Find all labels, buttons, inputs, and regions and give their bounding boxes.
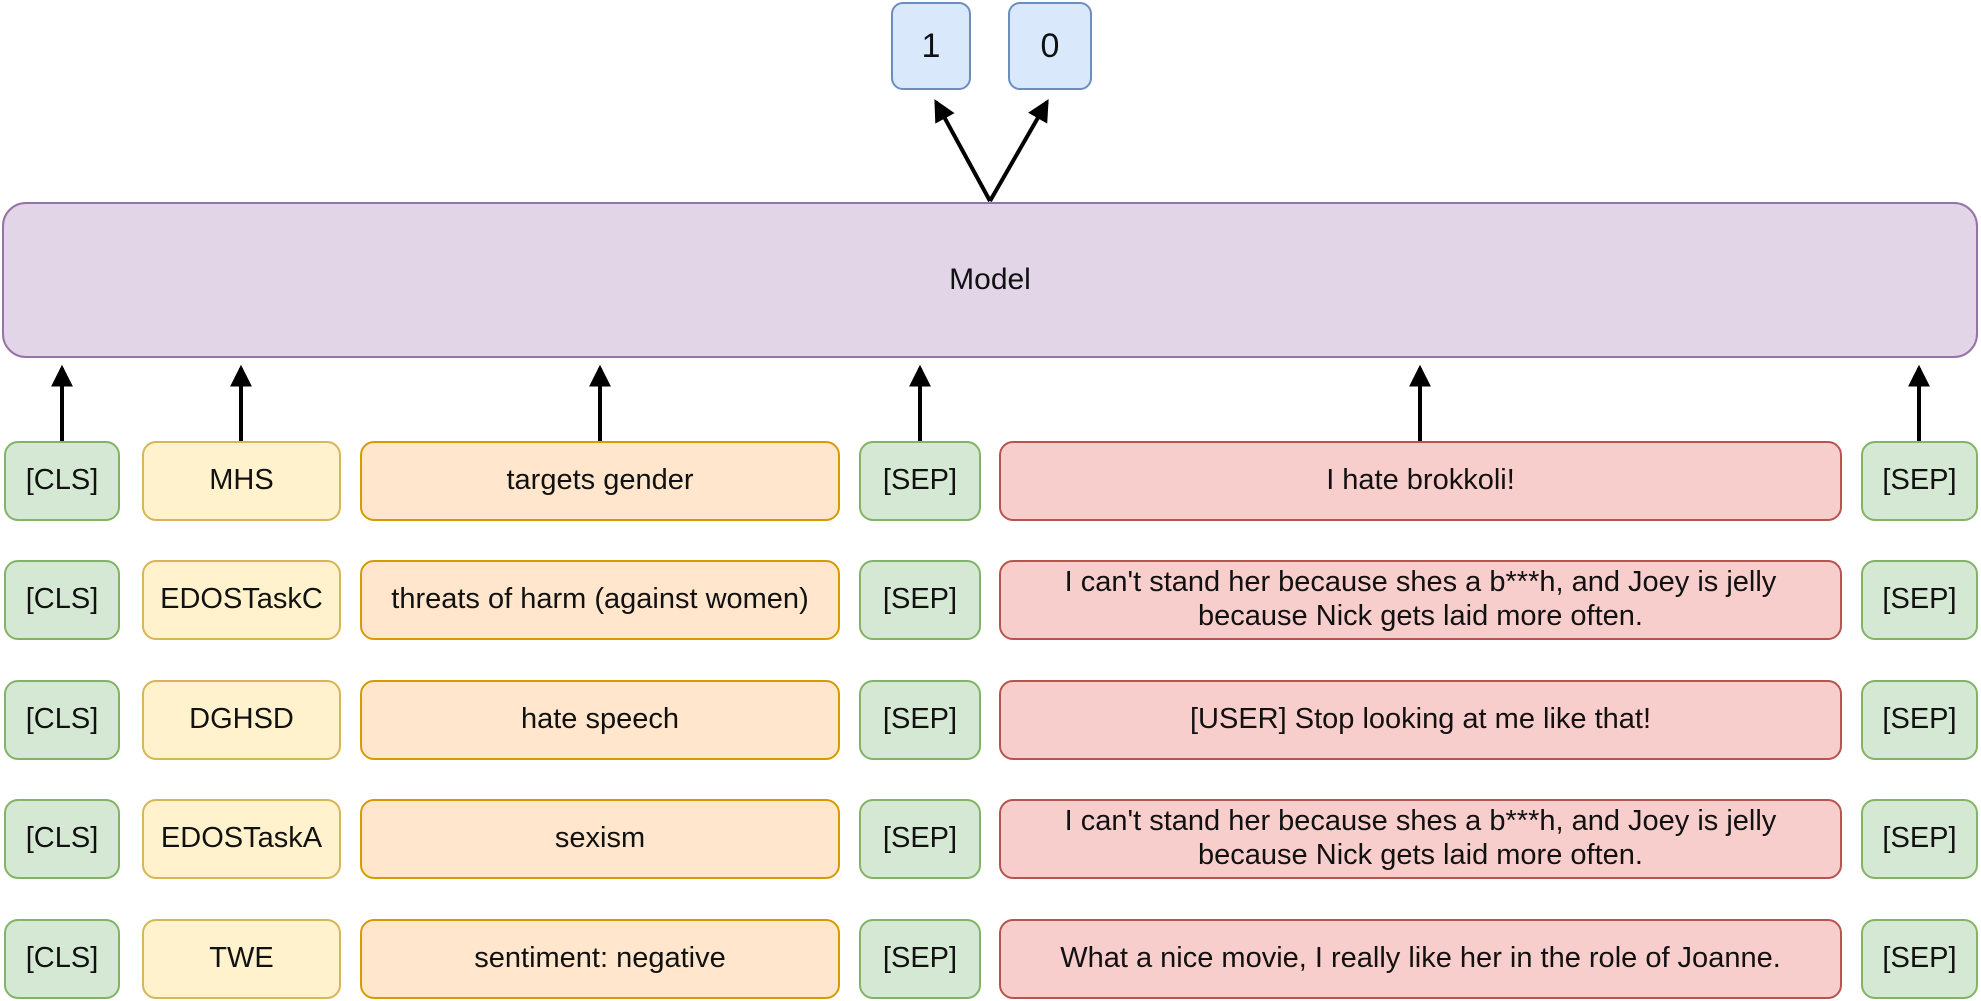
task-token: TWE <box>142 919 341 999</box>
sep-token: [SEP] <box>1861 680 1978 760</box>
sep-token: [SEP] <box>859 441 981 521</box>
cls-token: [CLS] <box>4 441 120 521</box>
sep-token: [SEP] <box>859 919 981 999</box>
token-row: [CLS] EDOSTaskA sexism [SEP] I can't sta… <box>0 799 1981 879</box>
cls-token: [CLS] <box>4 799 120 879</box>
output-box-1: 1 <box>891 2 971 90</box>
arrow-model-to-1 <box>934 99 992 202</box>
output-box-0: 0 <box>1008 2 1092 90</box>
cls-token: [CLS] <box>4 919 120 999</box>
task-token: DGHSD <box>142 680 341 760</box>
text-token: I hate brokkoli! <box>999 441 1842 521</box>
description-token: sentiment: negative <box>360 919 840 999</box>
token-row: [CLS] EDOSTaskC threats of harm (against… <box>0 560 1981 640</box>
text-token: I can't stand her because shes a b***h, … <box>999 799 1842 879</box>
cls-token: [CLS] <box>4 680 120 760</box>
sep-token: [SEP] <box>1861 799 1978 879</box>
text-token: [USER] Stop looking at me like that! <box>999 680 1842 760</box>
token-row: [CLS] DGHSD hate speech [SEP] [USER] Sto… <box>0 680 1981 760</box>
description-token: sexism <box>360 799 840 879</box>
task-token: EDOSTaskC <box>142 560 341 640</box>
sep-token: [SEP] <box>859 799 981 879</box>
text-token: What a nice movie, I really like her in … <box>999 919 1842 999</box>
task-token: MHS <box>142 441 341 521</box>
sep-token: [SEP] <box>1861 441 1978 521</box>
task-token: EDOSTaskA <box>142 799 341 879</box>
token-row: [CLS] TWE sentiment: negative [SEP] What… <box>0 919 1981 999</box>
description-token: threats of harm (against women) <box>360 560 840 640</box>
text-token: I can't stand her because shes a b***h, … <box>999 560 1842 640</box>
model-box: Model <box>2 202 1978 358</box>
arrow-model-to-0 <box>988 99 1049 202</box>
sep-token: [SEP] <box>1861 560 1978 640</box>
description-token: hate speech <box>360 680 840 760</box>
description-token: targets gender <box>360 441 840 521</box>
token-row: [CLS] MHS targets gender [SEP] I hate br… <box>0 441 1981 521</box>
sep-token: [SEP] <box>859 560 981 640</box>
sep-token: [SEP] <box>1861 919 1978 999</box>
cls-token: [CLS] <box>4 560 120 640</box>
sep-token: [SEP] <box>859 680 981 760</box>
